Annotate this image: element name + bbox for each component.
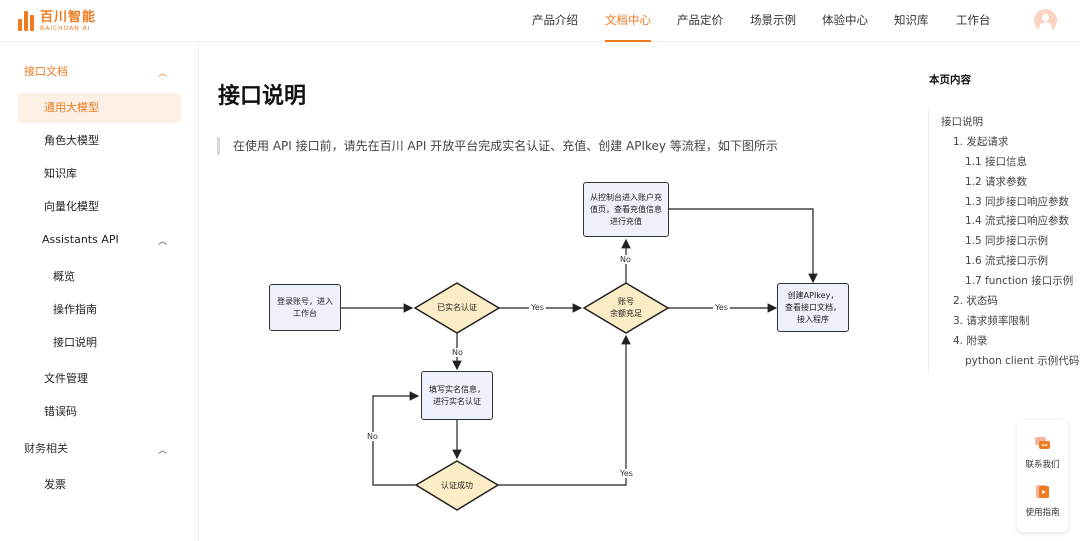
user-guide-label: 使用指南 bbox=[1025, 508, 1060, 518]
edge-label-no: No bbox=[618, 255, 633, 264]
page-title: 接口说明 bbox=[218, 84, 307, 109]
sidebar-item-general-model[interactable]: 通用大模型 bbox=[18, 93, 181, 123]
nav-experience[interactable]: 体验中心 bbox=[822, 13, 868, 27]
intro-blockquote: 在使用 API 接口前，请先在百川 API 开放平台完成实名认证、充值、创建 A… bbox=[217, 137, 778, 155]
contact-us-label: 联系我们 bbox=[1025, 460, 1060, 470]
baichuan-logo-icon bbox=[18, 11, 36, 31]
nav-docs-center[interactable]: 文档中心 bbox=[605, 0, 651, 42]
logo-title: 百川智能 bbox=[40, 9, 97, 25]
toc-item[interactable]: 1.2 请求参数 bbox=[965, 176, 1028, 188]
toc-item[interactable]: 1.4 流式接口响应参数 bbox=[965, 215, 1070, 227]
nav-workspace[interactable]: 工作台 bbox=[956, 13, 991, 27]
chevron-up-icon[interactable]: ︿ bbox=[158, 69, 168, 79]
sidebar-item-file-mgmt[interactable]: 文件管理 bbox=[44, 372, 88, 385]
main-content: 接口说明 在使用 API 接口前，请先在百川 API 开放平台完成实名认证、充值… bbox=[200, 42, 920, 541]
toc-item[interactable]: 1.5 同步接口示例 bbox=[965, 235, 1049, 247]
sidebar-item-error-code[interactable]: 错误码 bbox=[44, 405, 77, 418]
baichuan-logo[interactable]: 百川智能 BAICHUAN AI bbox=[18, 9, 96, 33]
sidebar-item-knowledge[interactable]: 知识库 bbox=[44, 167, 77, 180]
node-create-apikey: 创建APIkey，查看接口文档，接入程序 bbox=[777, 283, 849, 332]
toc-item[interactable]: python client 示例代码 bbox=[965, 355, 1080, 367]
docs-sidebar: 接口文档 ︿ 通用大模型 角色大模型 知识库 向量化模型 Assistants … bbox=[0, 42, 199, 541]
diamond-verify-ok bbox=[414, 460, 500, 511]
sidebar-group-finance[interactable]: 财务相关 bbox=[24, 442, 68, 455]
toc-item[interactable]: 1. 发起请求 bbox=[953, 136, 1009, 148]
node-login: 登录账号，进入工作台 bbox=[269, 284, 341, 331]
edge-label-yes: Yes bbox=[529, 303, 546, 312]
edge-label-no: No bbox=[450, 348, 465, 357]
sidebar-group-api-docs[interactable]: 接口文档 bbox=[24, 65, 68, 78]
toc-title: 本页内容 bbox=[929, 74, 971, 86]
edge-label-yes: Yes bbox=[618, 469, 635, 478]
node-recharge: 从控制台进入账户充值页，查看充值信息进行充值 bbox=[583, 182, 669, 237]
sidebar-item-role-model[interactable]: 角色大模型 bbox=[44, 134, 99, 147]
diamond-balance bbox=[582, 282, 670, 334]
node-verify-ok-label: 认证成功 bbox=[441, 481, 473, 490]
top-nav: 产品介绍 文档中心 产品定价 场景示例 体验中心 知识库 工作台 bbox=[0, 0, 1080, 42]
nav-product-intro[interactable]: 产品介绍 bbox=[532, 13, 578, 27]
guide-book-icon bbox=[1036, 485, 1049, 498]
nav-pricing[interactable]: 产品定价 bbox=[677, 13, 723, 27]
toc-item[interactable]: 3. 请求频率限制 bbox=[953, 315, 1030, 327]
toc-item[interactable]: 4. 附录 bbox=[953, 335, 988, 347]
top-header: 百川智能 BAICHUAN AI 产品介绍 文档中心 产品定价 场景示例 体验中… bbox=[0, 0, 1080, 42]
sidebar-group-assistants[interactable]: Assistants API bbox=[42, 233, 119, 246]
sidebar-item-guide[interactable]: 操作指南 bbox=[53, 303, 97, 316]
logo-subtitle: BAICHUAN AI bbox=[40, 24, 91, 32]
toc-divider bbox=[928, 108, 929, 374]
toc-item[interactable]: 1.6 流式接口示例 bbox=[965, 255, 1049, 267]
toc-item[interactable]: 接口说明 bbox=[941, 116, 983, 128]
floating-help-panel: 联系我们 使用指南 bbox=[1017, 420, 1068, 532]
edge-label-yes: Yes bbox=[713, 303, 730, 312]
chevron-up-icon[interactable]: ︿ bbox=[158, 237, 168, 247]
node-balance-label-2: 余额充足 bbox=[610, 309, 642, 318]
contact-us-button[interactable]: 联系我们 bbox=[1017, 428, 1068, 474]
sidebar-item-api-desc[interactable]: 接口说明 bbox=[53, 336, 97, 349]
node-fill-info: 填写实名信息，进行实名认证 bbox=[421, 371, 493, 420]
user-guide-button[interactable]: 使用指南 bbox=[1017, 476, 1068, 522]
sidebar-item-invoice[interactable]: 发票 bbox=[44, 478, 66, 491]
chat-icon bbox=[1035, 437, 1050, 449]
toc-item[interactable]: 1.3 同步接口响应参数 bbox=[965, 196, 1070, 208]
edge-label-no: No bbox=[365, 432, 380, 441]
node-verified-label: 已实名认证 bbox=[437, 303, 477, 312]
toc-item[interactable]: 2. 状态码 bbox=[953, 295, 998, 307]
user-avatar-icon[interactable] bbox=[1034, 9, 1057, 32]
node-balance-label-1: 账号 bbox=[618, 297, 634, 306]
nav-scenarios[interactable]: 场景示例 bbox=[750, 13, 796, 27]
sidebar-item-overview[interactable]: 概览 bbox=[53, 270, 75, 283]
toc-item[interactable]: 1.1 接口信息 bbox=[965, 156, 1028, 168]
chevron-up-icon[interactable]: ︿ bbox=[158, 446, 168, 456]
toc-item[interactable]: 1.7 function 接口示例 bbox=[965, 275, 1074, 287]
nav-knowledge[interactable]: 知识库 bbox=[894, 13, 929, 27]
page-toc: 本页内容 接口说明 1. 发起请求 1.1 接口信息 1.2 请求参数 1.3 … bbox=[920, 42, 1080, 541]
sidebar-item-vector-model[interactable]: 向量化模型 bbox=[44, 200, 99, 213]
